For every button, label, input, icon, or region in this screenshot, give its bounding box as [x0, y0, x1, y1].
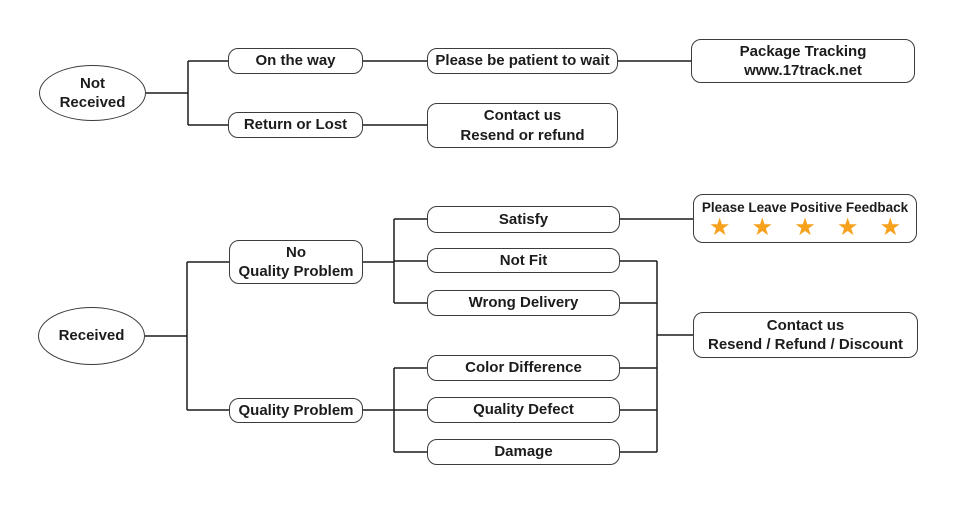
connector-quality-branch	[363, 367, 427, 453]
flow-node-on-the-way: On the way	[228, 48, 363, 74]
flow-node-package-tracking: Package Tracking www.17track.net	[691, 39, 915, 83]
connector-collector	[620, 260, 693, 453]
connector-no-quality-branch	[363, 218, 693, 304]
flow-node-quality-problem: Quality Problem	[229, 398, 363, 423]
flow-node-contact-resend-refund: Contact us Resend or refund	[427, 103, 618, 148]
connector-not-received-branch	[146, 60, 691, 126]
star-rating-icon: ★ ★ ★ ★ ★	[710, 215, 909, 239]
connector-received-trunk	[145, 261, 229, 411]
flow-node-quality-defect: Quality Defect	[427, 397, 620, 423]
flow-node-received: Received	[38, 307, 145, 365]
flow-node-positive-feedback: Please Leave Positive Feedback ★ ★ ★ ★ ★	[693, 194, 917, 243]
flow-node-wrong-delivery: Wrong Delivery	[427, 290, 620, 316]
flow-node-satisfy: Satisfy	[427, 206, 620, 233]
flow-node-damage: Damage	[427, 439, 620, 465]
flow-node-please-be-patient: Please be patient to wait	[427, 48, 618, 74]
feedback-title: Please Leave Positive Feedback	[701, 200, 909, 216]
flow-node-color-difference: Color Difference	[427, 355, 620, 381]
flow-node-return-or-lost: Return or Lost	[228, 112, 363, 138]
flow-node-contact-discount: Contact us Resend / Refund / Discount	[693, 312, 918, 358]
flow-node-not-fit: Not Fit	[427, 248, 620, 273]
flow-node-no-quality-problem: No Quality Problem	[229, 240, 363, 284]
flow-node-not-received: Not Received	[39, 65, 146, 121]
